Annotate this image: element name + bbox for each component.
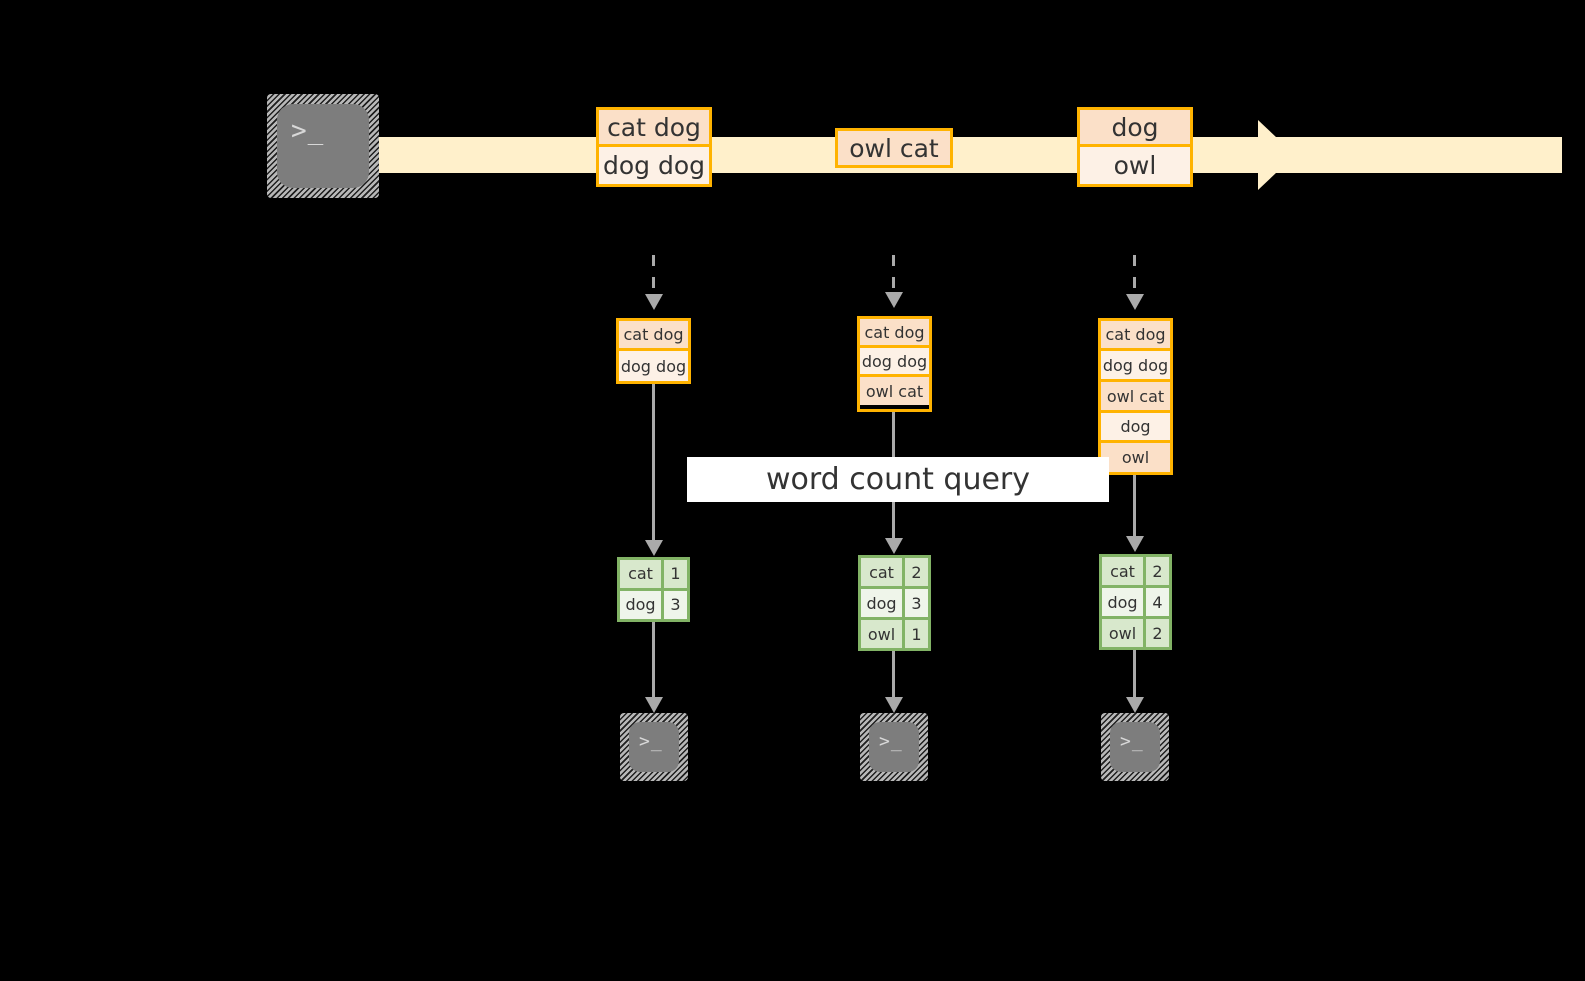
table-row: dog 3 [861,589,928,620]
stream-event: owl cat [838,131,950,165]
query-label-text: word count query [765,462,1031,497]
result-word: owl [1102,619,1146,647]
stream-tap-connector-3 [1133,255,1136,297]
snapshot-1-result-table[interactable]: cat 1 dog 3 [617,557,690,622]
terminal-screen: >_ [629,722,679,772]
sink-connector-3 [1133,650,1136,699]
stream-tap-arrowhead-3 [1126,294,1144,310]
result-count: 3 [905,589,928,617]
snapshot-event: owl [1101,443,1170,472]
result-count: 2 [1146,557,1169,585]
table-row: dog 3 [620,590,687,619]
terminal-prompt: >_ [1120,731,1144,752]
snapshot-1-sink-terminal-icon[interactable]: >_ [620,713,688,781]
query-connector-3 [1133,475,1136,538]
result-count: 1 [664,560,687,588]
sink-arrowhead-2 [885,697,903,713]
snapshot-event: cat dog [619,321,688,351]
terminal-prompt: >_ [291,116,325,146]
sink-arrowhead-3 [1126,697,1144,713]
result-count: 3 [664,590,687,619]
query-arrowhead-2 [885,538,903,554]
stream-event: cat dog [599,110,709,147]
result-count: 2 [1146,619,1169,647]
result-word: dog [861,589,905,617]
result-word: cat [861,558,905,586]
terminal-prompt: >_ [879,731,903,752]
snapshot-event: dog dog [619,351,688,381]
result-word: cat [620,560,664,588]
stream-tap-arrowhead-2 [885,292,903,308]
snapshot-2-events[interactable]: cat dog dog dog owl cat [857,316,932,412]
snapshot-event: dog dog [860,348,929,377]
table-row: cat 1 [620,560,687,591]
snapshot-event: owl cat [860,377,929,405]
result-word: dog [1102,588,1146,616]
sink-connector-1 [652,622,655,699]
stream-arrowhead [1258,120,1295,190]
query-arrowhead-1 [645,540,663,556]
snapshot-2-result-table[interactable]: cat 2 dog 3 owl 1 [858,555,931,651]
table-row: cat 2 [1102,557,1169,588]
terminal-prompt: >_ [639,731,663,752]
stream-event-group-1[interactable]: cat dog dog dog [596,107,712,187]
result-count: 2 [905,558,928,586]
snapshot-2-sink-terminal-icon[interactable]: >_ [860,713,928,781]
result-word: cat [1102,557,1146,585]
stream-tap-connector-2 [892,255,895,295]
result-count: 4 [1146,588,1169,616]
terminal-screen: >_ [1110,722,1160,772]
table-row: owl 2 [1102,619,1169,647]
stream-tap-arrowhead-1 [645,294,663,310]
stream-event-group-3[interactable]: dog owl [1077,107,1193,187]
snapshot-3-sink-terminal-icon[interactable]: >_ [1101,713,1169,781]
stream-event: dog [1080,110,1190,147]
stream-band [370,137,1562,173]
stream-event-group-2[interactable]: owl cat [835,128,953,168]
stream-event: dog dog [599,147,709,184]
result-word: owl [861,620,905,648]
stream-event: owl [1080,147,1190,184]
snapshot-3-events[interactable]: cat dog dog dog owl cat dog owl [1098,318,1173,475]
terminal-screen: >_ [277,104,369,188]
snapshot-event: owl cat [1101,382,1170,413]
table-row: owl 1 [861,620,928,648]
sink-arrowhead-1 [645,697,663,713]
source-terminal-icon[interactable]: >_ [267,94,379,198]
snapshot-event: cat dog [1101,321,1170,351]
sink-connector-2 [892,651,895,699]
result-count: 1 [905,620,928,648]
snapshot-event: cat dog [860,319,929,348]
query-arrowhead-3 [1126,536,1144,552]
query-connector-1 [652,384,655,542]
terminal-screen: >_ [869,722,919,772]
query-label: word count query [687,457,1109,502]
result-word: dog [620,590,664,619]
snapshot-1-events[interactable]: cat dog dog dog [616,318,691,384]
snapshot-event: dog dog [1101,351,1170,382]
snapshot-event: dog [1101,413,1170,443]
table-row: cat 2 [861,558,928,589]
stream-tap-connector-1 [652,255,655,297]
snapshot-3-result-table[interactable]: cat 2 dog 4 owl 2 [1099,554,1172,650]
table-row: dog 4 [1102,588,1169,619]
